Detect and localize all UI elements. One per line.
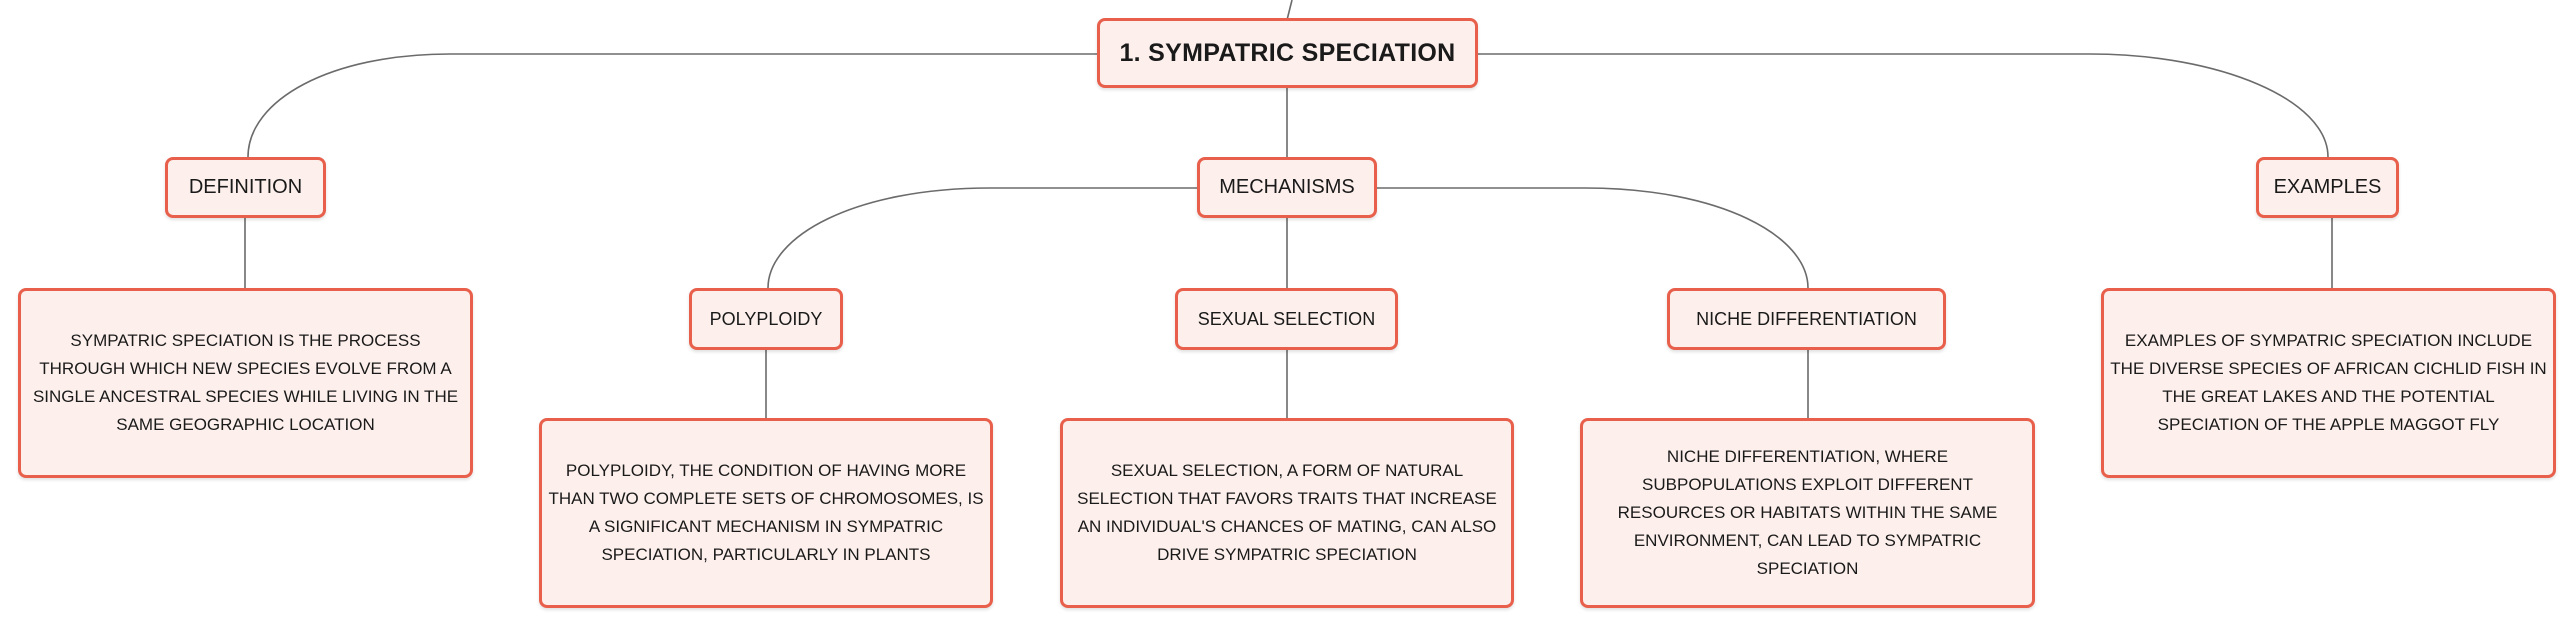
definition-node[interactable]: DEFINITION [165,157,326,218]
connector-parent-stub [1286,0,1293,21]
definition-label: DEFINITION [188,176,303,198]
niche-differentiation-detail-text: NICHE DIFFERENTIATION, WHERE SUBPOPULATI… [1617,447,1998,578]
niche-differentiation-node[interactable]: NICHE DIFFERENTIATION [1667,288,1946,350]
mechanisms-node[interactable]: MECHANISMS [1197,157,1377,218]
niche-differentiation-detail: NICHE DIFFERENTIATION, WHERE SUBPOPULATI… [1580,418,2035,608]
connector-mechanisms-polyploidy [767,187,1197,289]
polyploidy-detail-text: POLYPLOIDY, THE CONDITION OF HAVING MORE… [548,461,984,564]
sexual-selection-detail: SEXUAL SELECTION, A FORM OF NATURAL SELE… [1060,418,1514,608]
definition-detail: SYMPATRIC SPECIATION IS THE PROCESS THRO… [18,288,473,478]
definition-detail-text: SYMPATRIC SPECIATION IS THE PROCESS THRO… [32,331,459,434]
sexual-selection-detail-text: SEXUAL SELECTION, A FORM OF NATURAL SELE… [1077,461,1497,564]
mechanisms-label: MECHANISMS [1219,176,1355,198]
sexual-selection-label: SEXUAL SELECTION [1197,308,1376,329]
niche-differentiation-label: NICHE DIFFERENTIATION [1696,308,1917,329]
root-label: 1. SYMPATRIC SPECIATION [1119,38,1456,67]
sexual-selection-node[interactable]: SEXUAL SELECTION [1175,288,1398,350]
polyploidy-node[interactable]: POLYPLOIDY [689,288,843,350]
connector-root-examples [1476,53,2329,158]
examples-detail-text: EXAMPLES OF SYMPATRIC SPECIATION INCLUDE… [2110,331,2547,434]
examples-label: EXAMPLES [2273,176,2382,198]
connector-root-definition [247,53,1100,158]
examples-node[interactable]: EXAMPLES [2256,157,2399,218]
polyploidy-label: POLYPLOIDY [709,308,823,329]
examples-detail: EXAMPLES OF SYMPATRIC SPECIATION INCLUDE… [2101,288,2556,478]
root-node[interactable]: 1. SYMPATRIC SPECIATION [1097,18,1478,88]
connector-mechanisms-niche [1377,187,1809,289]
polyploidy-detail: POLYPLOIDY, THE CONDITION OF HAVING MORE… [539,418,993,608]
